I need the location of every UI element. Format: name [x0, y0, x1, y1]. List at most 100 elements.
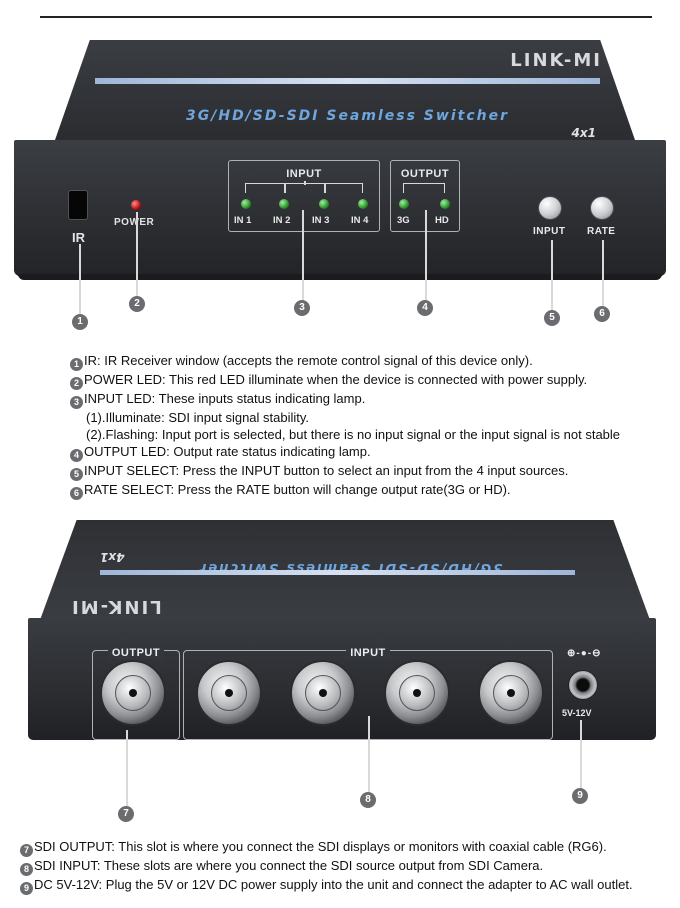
brand-logo-mirrored: LINK-MI — [70, 596, 162, 617]
desc-subitem: (2).Flashing: Input port is selected, bu… — [70, 426, 620, 443]
device-base — [18, 274, 662, 280]
leader-line-5 — [551, 240, 553, 310]
hd-led-icon — [440, 199, 450, 209]
leader-line-9 — [580, 720, 582, 788]
leader-line-6 — [602, 240, 604, 306]
desc-text: OUTPUT LED: Output rate status indicatin… — [84, 444, 371, 459]
output-port-frame: OUTPUT — [92, 647, 180, 740]
desc-text: INPUT LED: These inputs status indicatin… — [84, 391, 366, 406]
input-title: INPUT — [346, 647, 390, 659]
desc-text: (1).Illuminate: SDI input signal stabili… — [86, 410, 310, 425]
in3-led-icon — [319, 199, 329, 209]
callout-1: 1 — [72, 314, 88, 330]
callout-6: 6 — [594, 306, 610, 322]
rate-select-button[interactable] — [590, 196, 614, 220]
3g-label: 3G — [397, 215, 410, 226]
hd-label: HD — [435, 215, 449, 226]
num-badge: 9 — [20, 882, 33, 895]
leader-line-3 — [302, 210, 304, 302]
desc-text: RATE SELECT: Press the RATE button will … — [84, 482, 511, 497]
num-badge: 8 — [20, 863, 33, 876]
back-panel-photo: 4x1 3G/HD/SD-SDI Seamless Switcher LINK-… — [0, 520, 680, 822]
leader-line-7 — [126, 730, 128, 806]
callout-8: 8 — [360, 792, 376, 808]
desc-text: (2).Flashing: Input port is selected, bu… — [86, 427, 621, 442]
dc-power-jack-icon[interactable] — [568, 670, 598, 700]
desc-text: SDI INPUT: These slots are where you con… — [34, 858, 544, 873]
dc-voltage-label: 5V-12V — [562, 708, 592, 718]
input-button-label: INPUT — [533, 226, 566, 237]
sdi-input-1-bnc-icon[interactable] — [196, 660, 262, 726]
callout-5: 5 — [544, 310, 560, 326]
num-badge: 2 — [70, 377, 83, 390]
callout-3: 3 — [294, 300, 310, 316]
in3-label: IN 3 — [312, 215, 330, 226]
desc-subitem: (1).Illuminate: SDI input signal stabili… — [70, 409, 620, 426]
callout-4: 4 — [417, 300, 433, 316]
output-group-title: OUTPUT — [400, 168, 450, 180]
callout-2: 2 — [129, 296, 145, 312]
input-select-button[interactable] — [538, 196, 562, 220]
front-panel-photo: LINK-MI 3G/HD/SD-SDI Seamless Switcher 4… — [0, 30, 680, 340]
ir-label: IR — [72, 230, 85, 245]
callout-9: 9 — [572, 788, 588, 804]
output-led-group: OUTPUT 3G HD — [390, 160, 460, 232]
num-badge: 1 — [70, 358, 83, 371]
dc-polarity-icon: ⊕-●-⊖ — [567, 648, 602, 659]
in4-label: IN 4 — [351, 215, 369, 226]
desc-text: INPUT SELECT: Press the INPUT button to … — [84, 463, 569, 478]
input-led-group: INPUT IN 1 IN 2 IN 3 IN 4 — [228, 160, 380, 232]
in2-label: IN 2 — [273, 215, 291, 226]
sdi-output-bnc-icon[interactable] — [100, 660, 166, 726]
sdi-input-3-bnc-icon[interactable] — [384, 660, 450, 726]
callout-7: 7 — [118, 806, 134, 822]
leader-line-2 — [136, 212, 138, 298]
led-tree-bracket — [403, 183, 445, 193]
power-label: POWER — [114, 217, 155, 228]
decor-stripe — [100, 570, 575, 575]
sdi-input-2-bnc-icon[interactable] — [290, 660, 356, 726]
series-title: 3G/HD/SD-SDI Seamless Switcher — [186, 108, 509, 124]
num-badge: 3 — [70, 396, 83, 409]
brand-logo: LINK-MI — [510, 50, 602, 71]
decor-stripe — [95, 78, 600, 84]
tree-tick — [284, 183, 286, 193]
tree-tick — [324, 183, 326, 193]
desc-text: DC 5V-12V: Plug the 5V or 12V DC power s… — [34, 877, 633, 892]
model-badge: 4x1 — [571, 126, 596, 140]
input-group-title: INPUT — [286, 168, 322, 180]
leader-line-4 — [425, 210, 427, 302]
top-divider — [40, 16, 652, 18]
rate-button-label: RATE — [587, 226, 616, 237]
in1-led-icon — [241, 199, 251, 209]
num-badge: 4 — [70, 449, 83, 462]
leader-line-1 — [79, 244, 81, 314]
num-badge: 7 — [20, 844, 33, 857]
sdi-input-4-bnc-icon[interactable] — [478, 660, 544, 726]
leader-line-8 — [368, 716, 370, 792]
desc-text: SDI OUTPUT: This slot is where you conne… — [34, 839, 607, 854]
3g-led-icon — [399, 199, 409, 209]
in2-led-icon — [279, 199, 289, 209]
in4-led-icon — [358, 199, 368, 209]
num-badge: 6 — [70, 487, 83, 500]
device-top-face — [55, 40, 635, 140]
num-badge: 5 — [70, 468, 83, 481]
output-title: OUTPUT — [107, 647, 165, 659]
in1-label: IN 1 — [234, 215, 252, 226]
ir-receiver-window — [68, 190, 88, 220]
led-tree-bracket — [245, 183, 363, 193]
power-led-icon — [131, 200, 141, 210]
desc-text: POWER LED: This red LED illuminate when … — [84, 372, 588, 387]
